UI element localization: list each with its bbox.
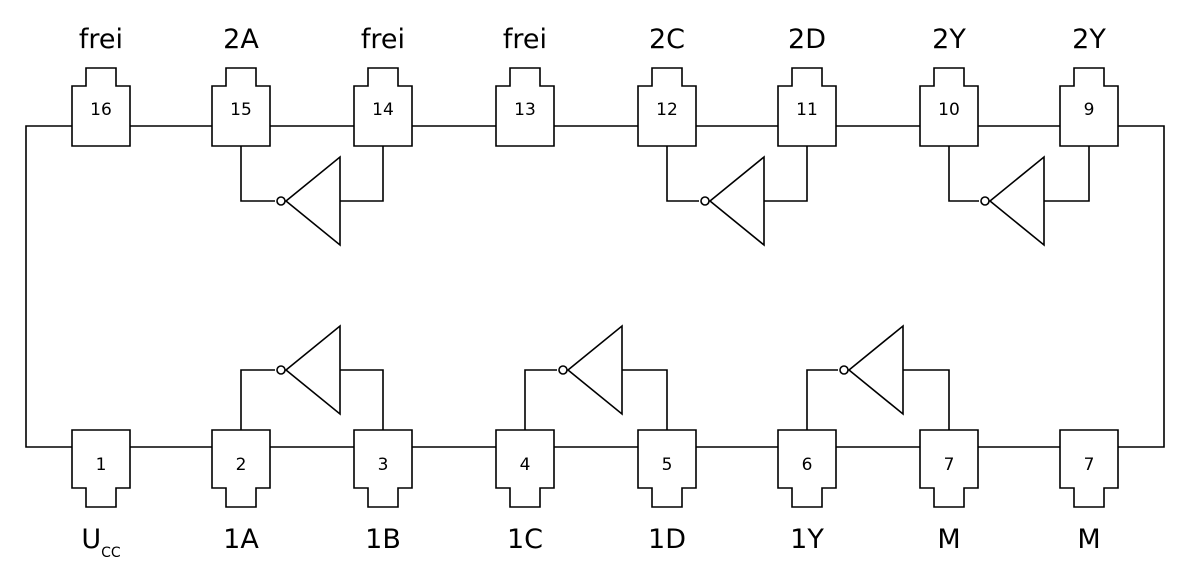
pin-number: 9 — [1084, 100, 1095, 120]
pin-12: 12 2C — [637, 24, 697, 147]
pin-package — [777, 429, 837, 508]
pin-signal-label: 1C — [507, 524, 543, 555]
pin-signal-label: 1A — [223, 524, 259, 555]
pin-4: 4 1C — [495, 429, 555, 555]
pin-number: 7 — [944, 455, 955, 475]
pin-package — [919, 67, 979, 147]
pin-package — [777, 67, 837, 147]
pin-7: 7M — [919, 429, 979, 555]
inverter-gate — [666, 146, 808, 247]
pin-2: 2 1A — [211, 429, 271, 555]
pin-package — [919, 429, 979, 508]
pin-signal-label: 1D — [648, 524, 686, 555]
pin-package — [211, 67, 271, 147]
pin-package — [353, 429, 413, 508]
top-pin-row: 16 frei 15 2A 14 frei 13 frei 12 2C 11 2D 10 2Y 9 2Y — [71, 24, 1119, 147]
pin-signal-label: M — [1077, 524, 1100, 555]
frame-wires — [25, 125, 1165, 448]
bus-wires — [130, 125, 1060, 448]
pin-16: 16 frei — [71, 24, 131, 147]
pin-signal-label: frei — [503, 24, 547, 55]
inverter-gate — [240, 146, 384, 247]
pin-7: 7M — [1059, 429, 1119, 555]
pin-number: 2 — [236, 455, 247, 475]
inverter-gate — [948, 146, 1090, 247]
pin-11: 11 2D — [777, 24, 837, 147]
pin-number: 1 — [96, 455, 107, 475]
pin-package — [1059, 429, 1119, 508]
pin-10: 10 2Y — [919, 24, 979, 147]
pin-number: 14 — [372, 100, 394, 120]
pin-package — [71, 429, 131, 508]
pin-signal-label: frei — [361, 24, 405, 55]
pin-number: 11 — [796, 100, 818, 120]
pin-package — [353, 67, 413, 147]
pin-number: 4 — [520, 455, 531, 475]
pin-signal-label: 2Y — [1072, 24, 1106, 55]
pin-signal-label: 2Y — [932, 24, 966, 55]
pin-signal-label: 1B — [365, 524, 401, 555]
pin-signal-label: 2D — [788, 24, 826, 55]
pin-package — [71, 67, 131, 147]
inverter-gate — [806, 324, 950, 430]
pin-number: 15 — [230, 100, 252, 120]
pin-signal-label: M — [937, 524, 960, 555]
pin-5: 5 1D — [637, 429, 697, 555]
pin-package — [495, 67, 555, 147]
pin-package — [1059, 67, 1119, 147]
inverter-gate — [240, 324, 384, 430]
pin-package — [637, 429, 697, 508]
pin-package — [637, 67, 697, 147]
pin-signal-label: frei — [79, 24, 123, 55]
pin-number: 13 — [514, 100, 536, 120]
pin-signal-label: UCC — [81, 524, 121, 561]
pin-9: 9 2Y — [1059, 24, 1119, 147]
pin-signal-label: 2C — [649, 24, 685, 55]
pin-number: 16 — [90, 100, 112, 120]
pin-6: 6 1Y — [777, 429, 837, 555]
pin-number: 7 — [1084, 455, 1095, 475]
pin-signal-label: 1Y — [790, 524, 824, 555]
pin-number: 12 — [656, 100, 678, 120]
pin-13: 13 frei — [495, 24, 555, 147]
inverter-gate — [524, 324, 668, 430]
pin-14: 14 frei — [353, 24, 413, 147]
pin-number: 5 — [662, 455, 673, 475]
pin-package — [495, 429, 555, 508]
pin-3: 3 1B — [353, 429, 413, 555]
pin-package — [211, 429, 271, 508]
pin-number: 3 — [378, 455, 389, 475]
pin-signal-label: 2A — [223, 24, 259, 55]
pin-number: 10 — [938, 100, 960, 120]
pin-15: 15 2A — [211, 24, 271, 147]
pin-number: 6 — [802, 455, 813, 475]
